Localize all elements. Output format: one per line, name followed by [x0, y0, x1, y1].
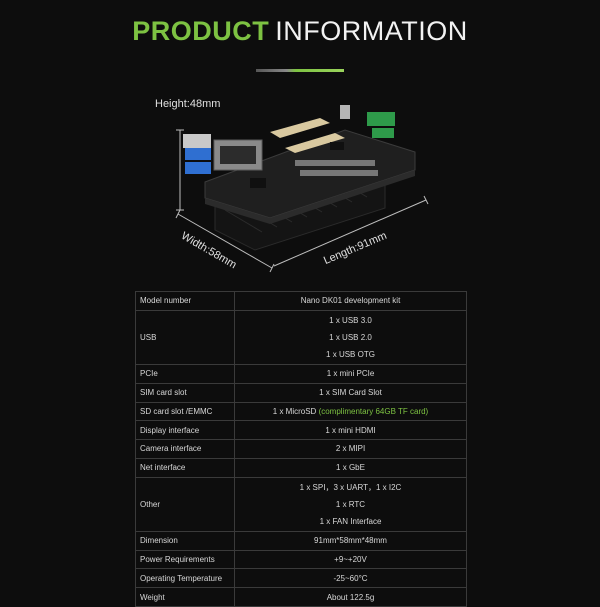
spec-value: Nano DK01 development kit	[234, 291, 467, 311]
spec-value: 91mm*58mm*48mm	[234, 530, 467, 551]
board-illustration	[175, 105, 429, 273]
spec-key: USB	[135, 309, 235, 366]
spec-value-line: About 122.5g	[239, 589, 462, 606]
spec-key: Power Requirements	[135, 549, 235, 570]
spec-value: -25~60°C	[234, 568, 467, 589]
spec-value-line: 1 x SIM Card Slot	[239, 384, 462, 401]
spec-value: 1 x mini PCIe	[234, 364, 467, 384]
spec-value-text: 1 x USB OTG	[326, 349, 375, 359]
spec-value-text: Nano DK01 development kit	[300, 296, 401, 306]
spec-value-text: 1 x SIM Card Slot	[319, 388, 382, 398]
spec-value-line: 91mm*58mm*48mm	[239, 532, 462, 549]
spec-value-line: 1 x GbE	[239, 459, 462, 476]
spec-value-line: 1 x RTC	[239, 496, 462, 513]
spec-value-text: 1 x USB 3.0	[329, 315, 372, 325]
height-label: Height:48mm	[155, 98, 221, 110]
spec-value-line: Nano DK01 development kit	[239, 292, 462, 309]
spec-key: Display interface	[135, 420, 235, 441]
spec-row: Camera interface 2 x MIPI	[135, 439, 467, 459]
spec-value-line: 1 x mini HDMI	[239, 422, 462, 439]
spec-key: SD card slot /EMMC	[135, 401, 235, 422]
spec-value-text: 1 x RTC	[335, 499, 366, 509]
spec-key: Weight	[135, 587, 235, 607]
spec-row: USB 1 x USB 3.0 1 x USB 2.0 1 x USB OTG	[135, 309, 467, 366]
spec-value-text: 1 x SPI，3 x UART，1 x I2C	[299, 482, 402, 492]
title-rest: INFORMATION	[275, 16, 468, 46]
spec-value-text: 1 x MicroSD	[272, 406, 317, 416]
spec-value-text: 1 x GbE	[336, 463, 365, 473]
product-figure: Height:48mm Width:58mm Length:91mm	[0, 90, 600, 290]
spec-value-line: -25~60°C	[239, 570, 462, 587]
spec-value: 1 x USB 3.0 1 x USB 2.0 1 x USB OTG	[234, 309, 467, 366]
spec-row: Power Requirements +9~+20V	[135, 549, 467, 570]
spec-key: Model number	[135, 291, 235, 311]
spec-value-line: 1 x mini PCIe	[239, 365, 462, 382]
spec-key: PCIe	[135, 364, 235, 384]
spec-row: Net interface 1 x GbE	[135, 457, 467, 478]
spec-value-line: +9~+20V	[239, 551, 462, 568]
title-highlight: PRODUCT	[132, 16, 270, 46]
spec-value: 1 x MicroSD (complimentary 64GB TF card)	[234, 401, 467, 422]
spec-value: About 122.5g	[234, 587, 467, 607]
spec-row: SIM card slot 1 x SIM Card Slot	[135, 382, 467, 403]
spec-value-text: 2 x MIPI	[335, 444, 366, 454]
spec-value: 1 x SPI，3 x UART，1 x I2C 1 x RTC 1 x FAN I…	[234, 476, 467, 532]
spec-key: Net interface	[135, 457, 235, 478]
spec-value-line: 1 x SPI，3 x UART，1 x I2C	[239, 479, 462, 496]
spec-value-line: 1 x USB OTG	[239, 346, 462, 363]
spec-value: +9~+20V	[234, 549, 467, 570]
spec-value-text: 1 x mini HDMI	[325, 425, 376, 435]
spec-key: SIM card slot	[135, 382, 235, 403]
spec-row: Weight About 122.5g	[135, 587, 467, 607]
spec-value-line: 1 x USB 2.0	[239, 329, 462, 346]
title-underline	[256, 69, 344, 72]
spec-value-note: (complimentary 64GB TF card)	[318, 406, 429, 416]
spec-value: 1 x SIM Card Slot	[234, 382, 467, 403]
spec-key: Other	[135, 476, 235, 532]
spec-value-line: 1 x FAN Interface	[239, 513, 462, 530]
spec-value-text: 1 x mini PCIe	[326, 369, 375, 379]
spec-value: 1 x GbE	[234, 457, 467, 478]
spec-row: Model number Nano DK01 development kit	[135, 291, 467, 311]
spec-key: Dimension	[135, 530, 235, 551]
spec-value-line: 2 x MIPI	[239, 440, 462, 457]
spec-row: Display interface 1 x mini HDMI	[135, 420, 467, 441]
spec-value: 1 x mini HDMI	[234, 420, 467, 441]
spec-value-text: 91mm*58mm*48mm	[314, 536, 387, 546]
spec-value-text: +9~+20V	[334, 554, 367, 564]
spec-row: Dimension 91mm*58mm*48mm	[135, 530, 467, 551]
spec-value: 2 x MIPI	[234, 439, 467, 459]
spec-value-text: -25~60°C	[333, 573, 368, 583]
spec-value-line: 1 x USB 3.0	[239, 312, 462, 329]
spec-row: PCIe 1 x mini PCIe	[135, 364, 467, 384]
spec-key: Operating Temperature	[135, 568, 235, 589]
spec-value-text: 1 x FAN Interface	[319, 516, 382, 526]
spec-value-line: 1 x MicroSD (complimentary 64GB TF card)	[239, 403, 462, 420]
spec-value-text: 1 x USB 2.0	[329, 332, 372, 342]
spec-row: Operating Temperature -25~60°C	[135, 568, 467, 589]
spec-key: Camera interface	[135, 439, 235, 459]
spec-value-text: About 122.5g	[326, 592, 375, 602]
dimension-lines	[175, 129, 429, 273]
